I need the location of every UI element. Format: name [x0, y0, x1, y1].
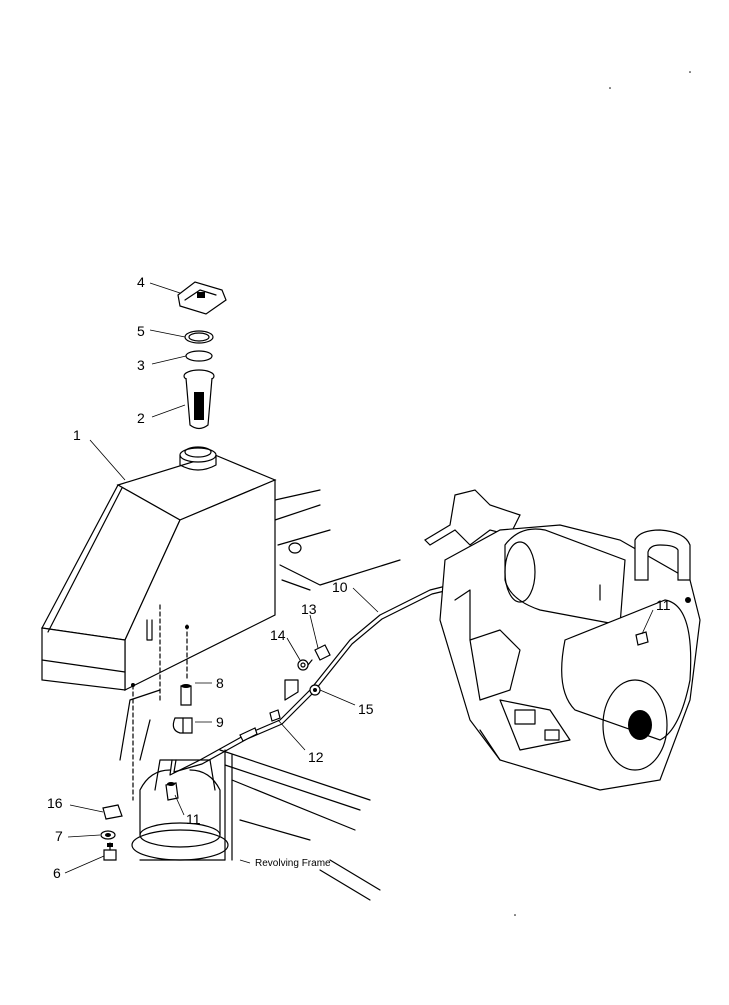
callout-6: 6 — [53, 865, 61, 881]
callout-13: 13 — [301, 601, 317, 617]
callout-3: 3 — [137, 357, 145, 373]
callout-1: 1 — [73, 427, 81, 443]
callout-12: 12 — [308, 749, 324, 765]
callout-14: 14 — [270, 627, 286, 643]
callout-7: 7 — [55, 828, 63, 844]
fuel-tank-drawing — [41, 446, 277, 801]
engine-drawing — [424, 489, 701, 791]
revolving-frame-label: Revolving Frame — [255, 858, 331, 869]
washer-drawing — [100, 830, 116, 840]
callout-4: 4 — [137, 274, 145, 290]
callout-11-engine: 11 — [656, 597, 671, 613]
callout-15: 15 — [358, 701, 374, 717]
callout-labels: 1 2 3 4 5 6 7 8 9 10 11 11 12 13 14 15 1… — [47, 274, 671, 881]
gasket-drawing — [184, 330, 214, 344]
revolving-frame-drawing — [119, 489, 401, 901]
callout-9: 9 — [216, 714, 224, 730]
callout-5: 5 — [137, 323, 145, 339]
bolt-drawing — [103, 842, 117, 861]
callout-2: 2 — [137, 410, 145, 426]
strainer-drawing — [183, 369, 215, 430]
o-ring-drawing — [185, 350, 213, 362]
callout-16: 16 — [47, 795, 63, 811]
leader-lines — [64, 282, 654, 874]
callout-10: 10 — [332, 579, 348, 595]
callout-8: 8 — [216, 675, 224, 691]
hose-clamp-drawing — [172, 717, 193, 734]
filler-cap-drawing — [177, 281, 227, 315]
elbow-drawing — [180, 684, 192, 706]
plate-drawing — [102, 804, 123, 820]
callout-11-tank: 11 — [186, 811, 201, 827]
